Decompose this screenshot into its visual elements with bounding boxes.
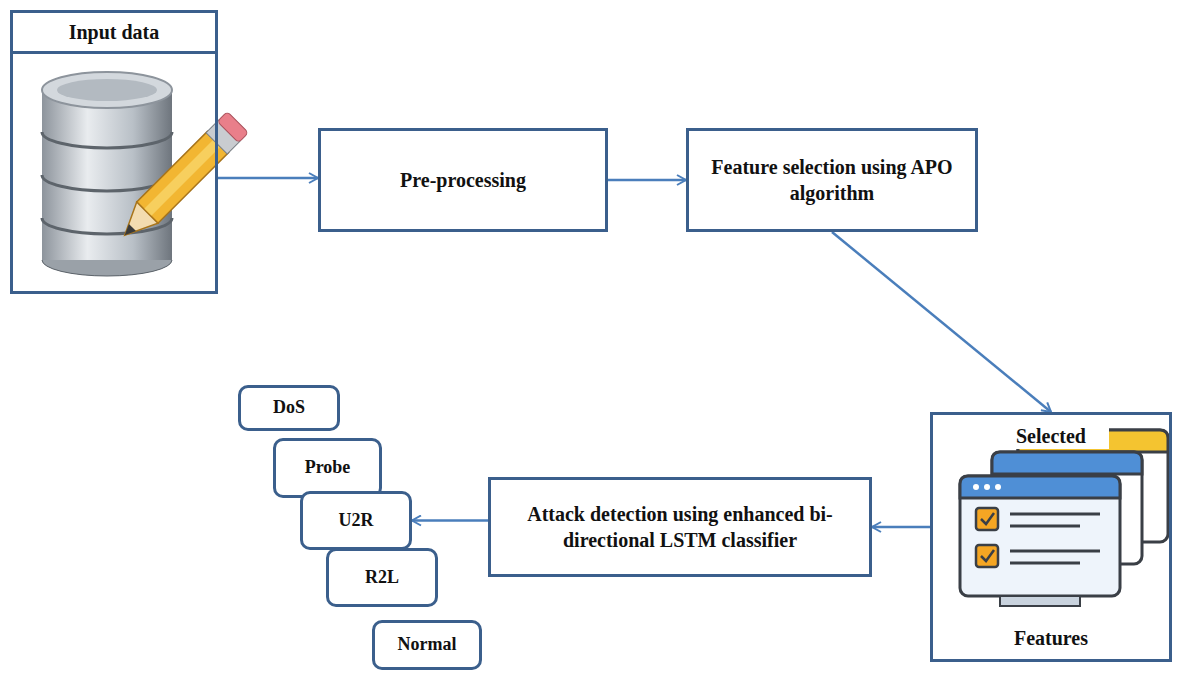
class-label: Normal: [372, 620, 482, 670]
node-label: Features: [993, 625, 1109, 651]
flow-arrow: [832, 232, 1051, 412]
node-label: Normal: [398, 633, 457, 656]
node-label: U2R: [339, 509, 374, 532]
node-label: Selected: [993, 423, 1109, 449]
heading-band: Input data: [13, 13, 215, 54]
node-label: R2L: [365, 566, 399, 589]
data-source-box: Input data: [10, 10, 218, 294]
node-label: Attack detection using enhanced bi-direc…: [501, 501, 859, 553]
features-box: SelectedFeatures: [930, 412, 1172, 662]
node-label: Probe: [305, 456, 351, 479]
flow-arrow: [412, 519, 488, 522]
classifier-box: Attack detection using enhanced bi-direc…: [488, 477, 872, 577]
class-label: R2L: [326, 548, 438, 607]
class-label: U2R: [300, 491, 412, 550]
process-box: Pre-processing: [318, 128, 608, 232]
flow-arrow: [608, 179, 686, 182]
features-icon: [960, 430, 1168, 606]
process-box: Feature selection using APO algorithm: [686, 128, 978, 232]
class-label: DoS: [238, 385, 340, 431]
node-label: Feature selection using APO algorithm: [699, 154, 965, 206]
node-label: DoS: [273, 396, 305, 419]
node-label: Input data: [17, 19, 211, 45]
flow-arrow: [218, 177, 318, 180]
flow-arrow: [872, 526, 930, 529]
class-label: Probe: [273, 438, 382, 498]
node-label: Pre-processing: [400, 167, 526, 193]
